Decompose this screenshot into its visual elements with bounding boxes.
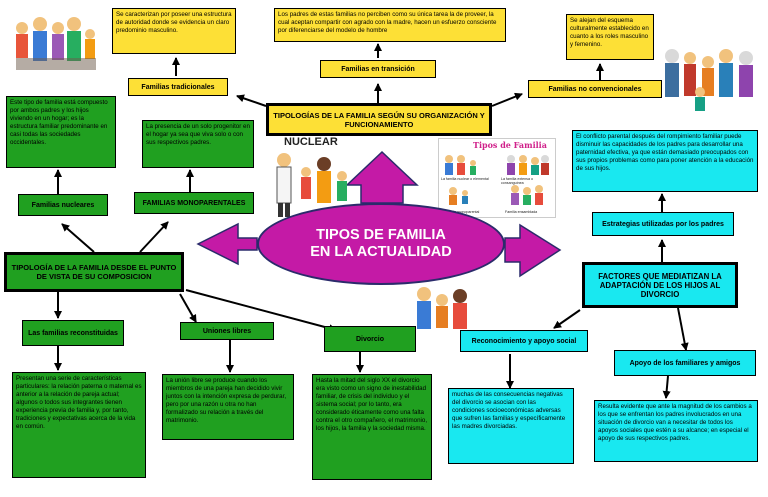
transition-families-desc-text: Los padres de estas familias no perciben…	[278, 11, 497, 35]
free-unions-desc: La unión libre se produce cuando los mie…	[162, 374, 294, 440]
central-topic: TIPOS DE FAMILIA EN LA ACTUALIDAD	[257, 203, 505, 285]
free-unions-label: Uniones libres	[180, 322, 274, 340]
divorce-family-illustration	[417, 287, 467, 329]
reconstituted-families-label-text: Las familias reconstituidas	[28, 329, 118, 337]
composition-typology-title-text: TIPOLOGÍA DE LA FAMILIA DESDE EL PUNTO D…	[11, 263, 177, 281]
types-collage: Tipos de Familia La familia nuclear o el…	[438, 138, 556, 218]
unconventional-families-label: Familias no convencionales	[528, 80, 662, 98]
factors-divorce-adaptation-title-text: FACTORES QUE MEDIATIZAN LA ADAPTACIÓN DE…	[598, 271, 722, 299]
social-recognition-label: Reconocimiento y apoyo social	[460, 330, 588, 352]
nuclear-families-label: Familias nucleares	[18, 194, 108, 216]
collage-caption-2: La familia extensa o consanguínea	[501, 177, 533, 185]
nuclear-family-illustration: NUCLEAR	[270, 136, 354, 222]
nuclear-families-desc: Este tipo de familia está compuesto por …	[6, 96, 116, 168]
arrow-left-magenta	[196, 222, 258, 266]
free-unions-label-text: Uniones libres	[202, 327, 252, 335]
social-recognition-desc: muchas de las consecuencias negativas de…	[448, 388, 574, 464]
unconventional-families-desc: Se alejan del esquema culturalmente esta…	[566, 14, 654, 60]
parent-strategies-label-text: Estrategias utilizadas por los padres	[602, 220, 724, 228]
free-unions-desc-text: La unión libre se produce cuando los mie…	[166, 377, 287, 425]
family-illustration-topright	[665, 49, 753, 111]
parent-strategies-desc: El conflicto parental después del rompim…	[572, 130, 758, 192]
family-friends-support-label-text: Apoyo de los familiares y amigos	[629, 359, 741, 367]
collage-figures	[445, 155, 549, 205]
reconstituted-families-desc-text: Presentan una serie de características p…	[16, 375, 142, 431]
traditional-families-desc-text: Se caracterizan por poseer una estructur…	[116, 11, 232, 35]
nuclear-families-label-text: Familias nucleares	[31, 201, 95, 209]
arrow-right-magenta	[504, 223, 562, 278]
parent-strategies-label: Estrategias utilizadas por los padres	[592, 212, 734, 236]
typology-organization-title-text: TIPOLOGÍAS DE LA FAMILIA SEGÚN SU ORGANI…	[273, 110, 485, 129]
single-parent-families-label-text: FAMILIAS MONOPARENTALES	[142, 199, 246, 207]
single-parent-families-desc: La presencia de un solo progenitor en el…	[142, 120, 254, 168]
transition-families-label-text: Familias en transición	[341, 65, 415, 73]
factors-divorce-adaptation-title: FACTORES QUE MEDIATIZAN LA ADAPTACIÓN DE…	[582, 262, 738, 308]
central-topic-line1: TIPOS DE FAMILIA	[316, 226, 446, 243]
divorce-label-text: Divorcio	[355, 335, 384, 343]
divorce-label: Divorcio	[324, 326, 416, 352]
parent-strategies-desc-text: El conflicto parental después del rompim…	[576, 133, 754, 173]
composition-typology-title: TIPOLOGÍA DE LA FAMILIA DESDE EL PUNTO D…	[4, 252, 184, 292]
transition-families-label: Familias en transición	[320, 60, 436, 78]
arrow-up-magenta	[345, 150, 419, 204]
social-recognition-label-text: Reconocimiento y apoyo social	[471, 337, 577, 345]
collage-caption-4: Familia ensamblada	[505, 210, 538, 214]
nuclear-caption: NUCLEAR	[284, 136, 338, 148]
divorce-desc-text: Hasta la mitad del siglo XX el divorcio …	[316, 377, 428, 433]
family-friends-support-label: Apoyo de los familiares y amigos	[614, 350, 756, 376]
nuclear-family-figures	[276, 153, 347, 217]
family-friends-support-desc: Resulta evidente que ante la magnitud de…	[594, 400, 758, 462]
collage-caption-1: La familia nuclear o elemental	[441, 177, 489, 181]
family-illustration-topleft	[16, 17, 96, 70]
unconventional-families-desc-text: Se alejan del esquema culturalmente esta…	[570, 17, 649, 49]
collage-title: Tipos de Familia	[473, 140, 547, 150]
single-parent-families-label: FAMILIAS MONOPARENTALES	[134, 192, 254, 214]
nuclear-families-desc-text: Este tipo de familia está compuesto por …	[10, 99, 108, 147]
traditional-families-label-text: Familias tradicionales	[141, 83, 215, 91]
family-friends-support-desc-text: Resulta evidente que ante la magnitud de…	[598, 403, 752, 443]
typology-organization-title: TIPOLOGÍAS DE LA FAMILIA SEGÚN SU ORGANI…	[266, 103, 492, 136]
unconventional-families-label-text: Familias no convencionales	[548, 85, 642, 93]
divorce-desc: Hasta la mitad del siglo XX el divorcio …	[312, 374, 432, 480]
single-parent-families-desc-text: La presencia de un solo progenitor en el…	[146, 123, 250, 147]
traditional-families-desc: Se caracterizan por poseer una estructur…	[112, 8, 236, 54]
social-recognition-desc-text: muchas de las consecuencias negativas de…	[452, 391, 566, 431]
central-topic-line2: EN LA ACTUALIDAD	[310, 244, 452, 260]
reconstituted-families-desc: Presentan una serie de características p…	[12, 372, 146, 478]
reconstituted-families-label: Las familias reconstituidas	[22, 320, 124, 346]
traditional-families-label: Familias tradicionales	[128, 78, 228, 96]
transition-families-desc: Los padres de estas familias no perciben…	[274, 8, 506, 42]
